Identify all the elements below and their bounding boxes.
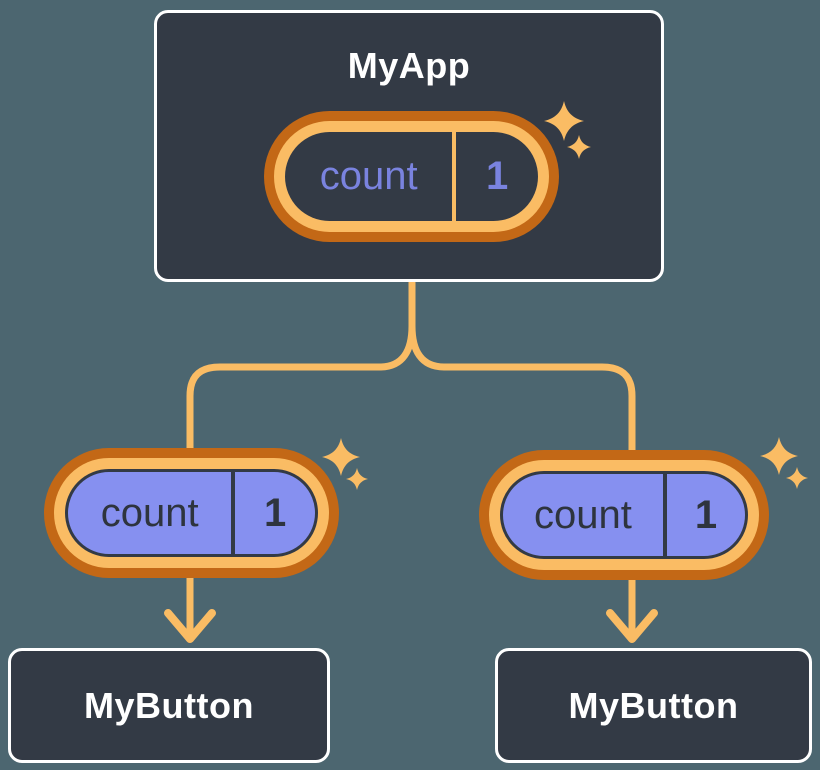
state-pill-root: count 1 <box>264 111 559 242</box>
arrow-down-icon <box>606 609 658 643</box>
pill-ring: count 1 <box>489 460 759 570</box>
sparkle-icon <box>567 135 591 159</box>
pill-core: count 1 <box>500 471 748 559</box>
component-card-mybutton-1: MyButton <box>8 648 330 763</box>
component-title: MyApp <box>347 45 471 86</box>
sparkle-icon <box>322 438 360 476</box>
pill-divider <box>231 472 236 554</box>
pill-core: count 1 <box>285 132 538 221</box>
pill-ring: count 1 <box>54 458 329 568</box>
pill-core: count 1 <box>65 469 318 557</box>
state-value: 1 <box>486 154 509 198</box>
component-title: MyButton <box>568 684 739 726</box>
pill-divider <box>662 474 667 556</box>
state-name: count <box>100 490 199 535</box>
state-name: count <box>319 154 418 198</box>
component-title: MyButton <box>84 684 254 726</box>
state-name: count <box>534 492 632 537</box>
state-pill-child-1: count 1 <box>44 448 339 578</box>
state-value: 1 <box>694 492 718 537</box>
branch-right-line <box>408 279 636 640</box>
sparkle-icon <box>786 467 808 489</box>
pill-divider <box>452 132 457 221</box>
state-pill-child-2: count 1 <box>479 450 769 580</box>
sparkle-icon <box>760 437 798 475</box>
pill-ring: count 1 <box>274 121 549 232</box>
sparkle-icon <box>544 101 584 141</box>
sparkle-icon <box>346 468 368 490</box>
component-card-mybutton-2: MyButton <box>495 648 812 763</box>
state-value: 1 <box>264 490 287 535</box>
arrow-down-icon <box>164 609 216 643</box>
